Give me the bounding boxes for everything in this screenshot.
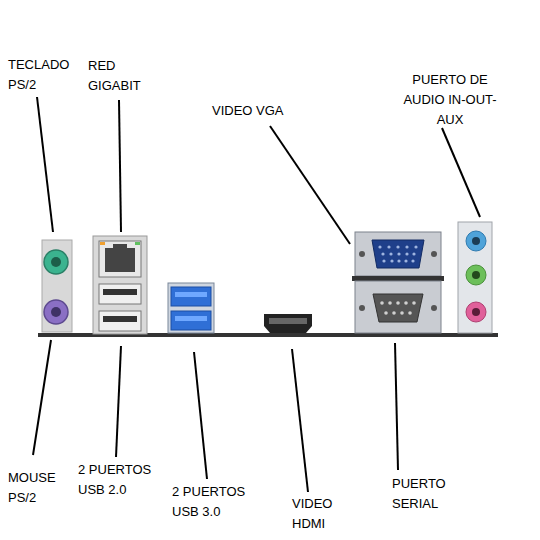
vga-pins — [378, 245, 417, 262]
leader-line — [33, 340, 51, 455]
leader-line — [270, 126, 350, 244]
pin — [390, 259, 393, 262]
serial-port — [373, 294, 423, 322]
leader-line — [395, 343, 398, 470]
callout-label: TECLADO PS/2 — [8, 55, 80, 95]
pin — [381, 252, 384, 255]
usb3-tongue — [175, 292, 207, 297]
rj45-opening — [105, 248, 135, 272]
pin — [380, 301, 384, 305]
callout-label: RED GIGABIT — [88, 56, 150, 96]
leader-line — [442, 128, 480, 217]
callout-label: PUERTO DE AUDIO IN-OUT-AUX — [402, 70, 498, 130]
leader-line — [116, 346, 121, 457]
pin — [411, 259, 414, 262]
leader-line — [292, 349, 308, 492]
pin — [396, 245, 399, 248]
rj45-port — [99, 241, 141, 277]
pin — [405, 252, 408, 255]
vga-screw — [431, 251, 437, 257]
audio-housing — [458, 222, 492, 333]
usb3-port — [171, 311, 211, 330]
callout-label: VIDEO VGA — [212, 101, 322, 121]
audio-line-in — [466, 231, 486, 251]
leader-line — [37, 97, 53, 232]
vga-bracket — [355, 232, 441, 276]
leader-line — [119, 100, 121, 232]
serial-screw — [431, 305, 437, 311]
audio-hole — [472, 271, 480, 279]
pin — [414, 245, 417, 248]
pin — [397, 259, 400, 262]
pin — [396, 301, 400, 305]
pin — [397, 252, 400, 255]
rj45-latch — [113, 244, 127, 249]
usb2-tongue — [103, 316, 137, 322]
pin — [388, 301, 392, 305]
usb2-port — [99, 311, 141, 331]
pin — [412, 301, 416, 305]
usb2-port — [99, 284, 141, 304]
usb3-tongue — [175, 316, 207, 321]
rj45-led — [100, 242, 105, 245]
audio-hole — [472, 237, 480, 245]
callout-label: VIDEO HDMI — [292, 494, 348, 534]
usb3-port — [171, 287, 211, 306]
pin — [404, 259, 407, 262]
vga-screw — [359, 251, 365, 257]
vga-port — [372, 240, 424, 268]
callout-label: 2 PUERTOS USB 3.0 — [172, 482, 254, 522]
audio-hole — [472, 308, 480, 316]
pin — [412, 252, 415, 255]
pin — [408, 311, 412, 315]
bracket-gap — [352, 276, 444, 281]
usb3-housing — [168, 283, 214, 333]
serial-pins — [380, 301, 416, 315]
hdmi-port — [264, 314, 312, 333]
pin — [384, 311, 388, 315]
pin — [378, 245, 381, 248]
pin — [404, 301, 408, 305]
hdmi-tongue — [269, 318, 307, 324]
leader-lines — [33, 97, 480, 492]
pin — [387, 245, 390, 248]
lan-usb-housing — [93, 236, 147, 334]
pin — [400, 311, 404, 315]
ps2-keyboard-port — [44, 250, 68, 274]
serial-bracket — [355, 281, 441, 333]
callout-label: MOUSE PS/2 — [8, 468, 64, 508]
leader-line — [194, 352, 207, 479]
callout-label: 2 PUERTOS USB 2.0 — [78, 460, 160, 500]
audio-line-out — [466, 265, 486, 285]
serial-screw — [359, 305, 365, 311]
callout-label: PUERTO SERIAL — [392, 474, 466, 514]
pin — [382, 259, 385, 262]
pin — [392, 311, 396, 315]
ps2-socket — [51, 307, 61, 317]
ps2-mouse-port — [44, 300, 68, 324]
ps2-housing — [42, 240, 72, 332]
usb2-tongue — [103, 289, 137, 295]
pin — [389, 252, 392, 255]
ps2-socket — [51, 257, 61, 267]
rj45-led — [135, 242, 140, 245]
audio-mic — [466, 302, 486, 322]
pin — [405, 245, 408, 248]
